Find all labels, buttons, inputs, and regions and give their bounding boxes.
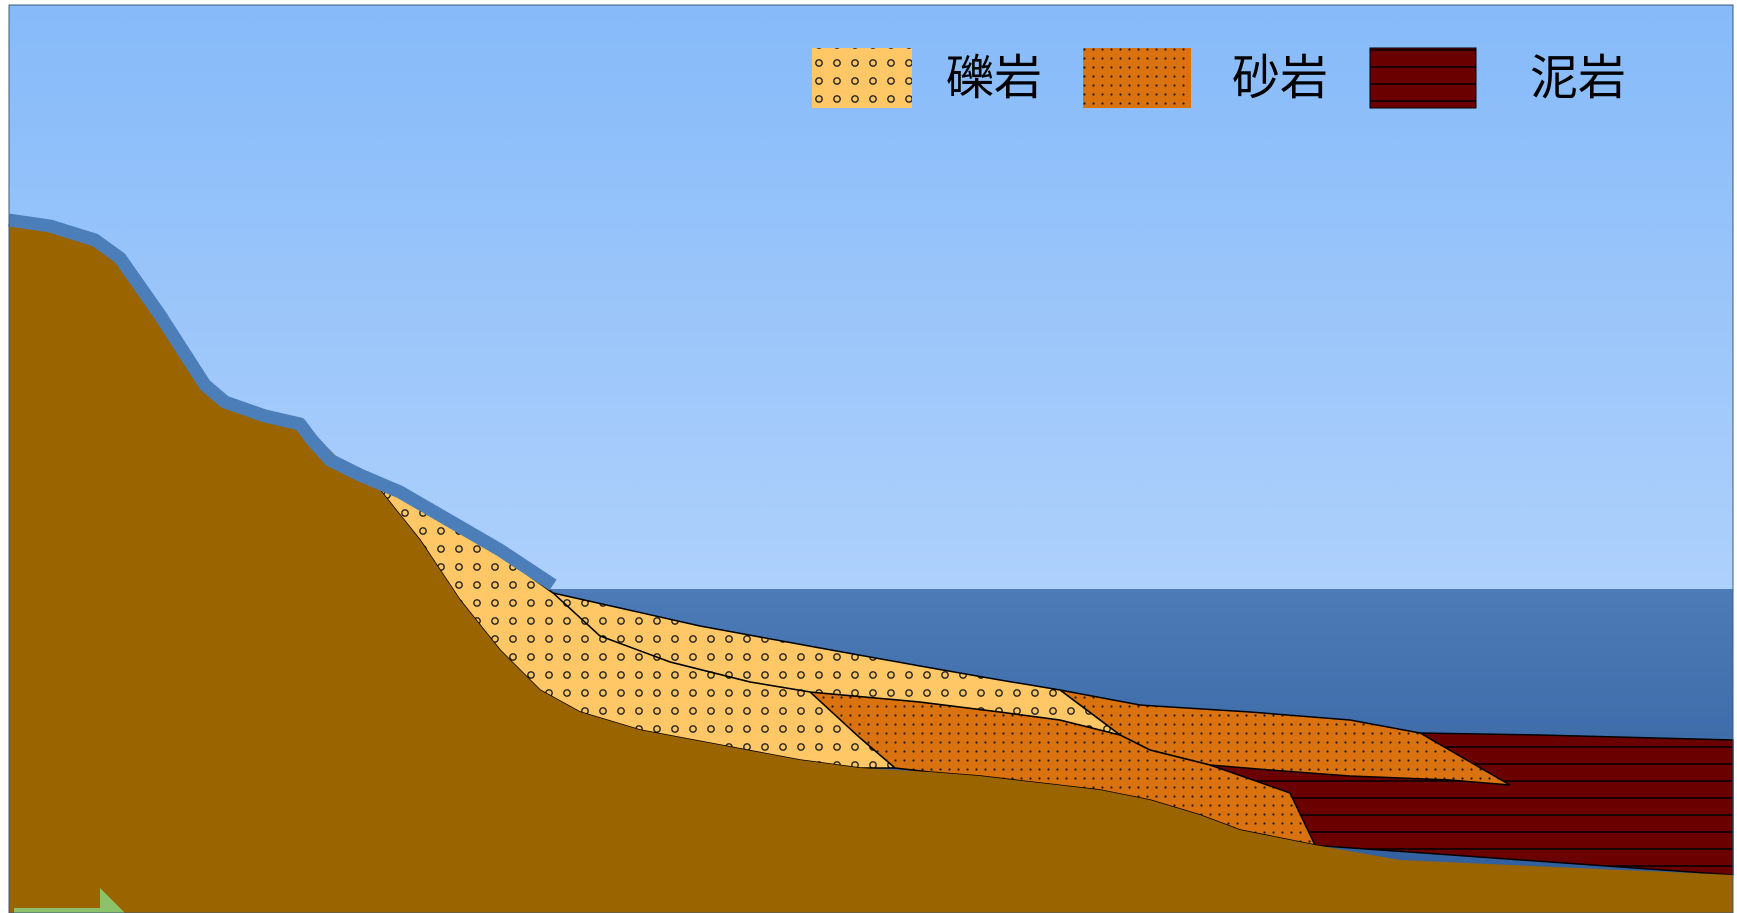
legend-label-mud: 泥岩: [1530, 50, 1627, 106]
frame: [8, 4, 1734, 913]
legend-swatch-sand: [1083, 48, 1191, 108]
arrow-icon: [100, 888, 125, 913]
legend-swatch-mud: [1369, 47, 1477, 109]
legend-swatch-gravel: [812, 48, 912, 108]
legend-label-gravel: 礫岩: [946, 50, 1043, 106]
land: [9, 220, 1733, 913]
arrow-shaft: [14, 908, 100, 913]
legend-label-sand: 砂岩: [1232, 50, 1329, 106]
river: [8, 213, 557, 591]
